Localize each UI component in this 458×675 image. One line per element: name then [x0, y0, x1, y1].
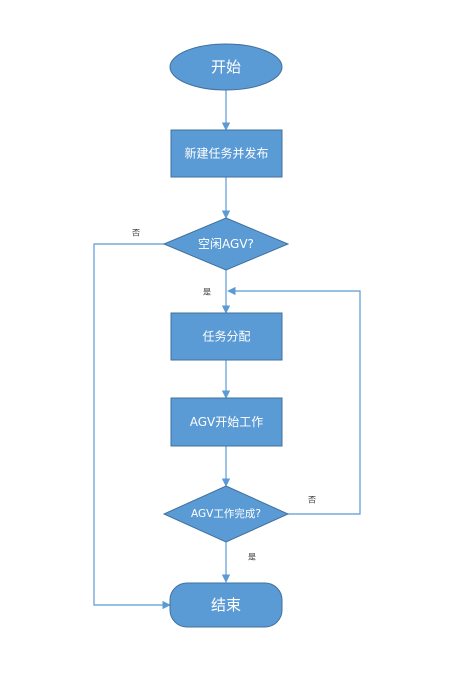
node-agv-start-label: AGV开始工作 [190, 415, 264, 429]
node-assign-task-label: 任务分配 [202, 329, 250, 344]
edge-idle-no-to-end [93, 243, 171, 610]
node-end-label: 结束 [211, 596, 241, 614]
edge-label-idle-no: 否 [132, 229, 140, 238]
node-idle-agv-label: 空闲AGV? [198, 237, 254, 251]
node-start-label: 开始 [211, 58, 241, 76]
node-start: 开始 [169, 43, 283, 91]
edge-done-no-loop [227, 286, 361, 515]
connectors [93, 90, 361, 610]
node-idle-agv: 空闲AGV? [162, 217, 290, 271]
node-assign-task: 任务分配 [170, 312, 283, 361]
node-agv-start: AGV开始工作 [170, 397, 283, 447]
edge-label-done-yes: 是 [248, 553, 256, 562]
node-end: 结束 [169, 582, 283, 628]
node-create-task-label: 新建任务并发布 [184, 146, 268, 161]
edge-label-done-no: 否 [308, 496, 316, 505]
node-agv-done-label: AGV工作完成? [191, 507, 261, 520]
edge-label-idle-yes: 是 [203, 288, 211, 297]
node-create-task: 新建任务并发布 [170, 129, 283, 178]
node-agv-done: AGV工作完成? [162, 485, 290, 543]
